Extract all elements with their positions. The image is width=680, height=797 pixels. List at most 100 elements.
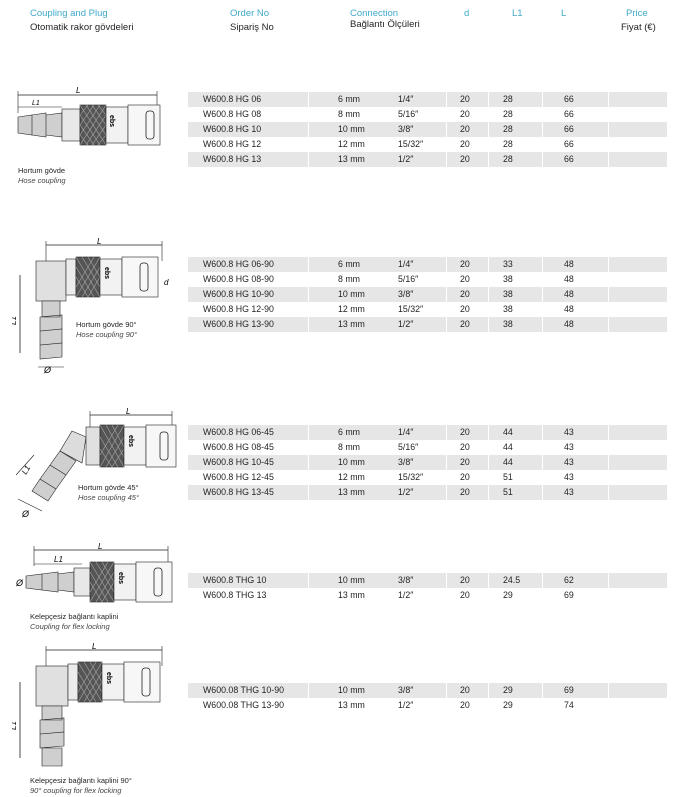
connection-inch: 15/32″ bbox=[398, 472, 424, 482]
l-value: 66 bbox=[564, 94, 574, 104]
d-value: 20 bbox=[460, 319, 470, 329]
connection-inch: 1/2″ bbox=[398, 700, 414, 710]
l1-value: 38 bbox=[503, 304, 513, 314]
connection-inch: 5/16″ bbox=[398, 109, 419, 119]
l1-value: 51 bbox=[503, 487, 513, 497]
header-price-tr: Fiyat (€) bbox=[621, 22, 656, 33]
order-no: W600.8 HG 13-45 bbox=[203, 487, 274, 497]
caption-hose-coupling-45: Hortum gövde 45° Hose coupling 45° bbox=[78, 483, 139, 503]
header-coupling-en: Coupling and Plug bbox=[30, 8, 108, 19]
brand-label: ebs bbox=[105, 672, 112, 684]
caption-tr: Hortum gövde 45° bbox=[78, 483, 139, 492]
connection-mm: 8 mm bbox=[338, 274, 360, 284]
l-value: 48 bbox=[564, 289, 574, 299]
connection-inch: 5/16″ bbox=[398, 442, 419, 452]
d-value: 20 bbox=[460, 109, 470, 119]
l-value: 43 bbox=[564, 487, 574, 497]
d-value: 20 bbox=[460, 154, 470, 164]
brand-label: ebs bbox=[127, 435, 134, 447]
connection-mm: 6 mm bbox=[338, 94, 360, 104]
caption-en: Hose coupling bbox=[18, 176, 66, 185]
header-l: L bbox=[561, 8, 567, 19]
l-value: 48 bbox=[564, 259, 574, 269]
connection-mm: 10 mm bbox=[338, 124, 365, 134]
caption-flex-locking-90: Kelepçesiz bağlantı kaplini 90° 90° coup… bbox=[30, 776, 132, 796]
dim-l1-label: L1 bbox=[12, 721, 18, 730]
order-no: W600.8 HG 13 bbox=[203, 154, 262, 164]
d-value: 20 bbox=[460, 472, 470, 482]
dim-d-label: d bbox=[164, 278, 169, 287]
order-no: W600.8 HG 06-90 bbox=[203, 259, 274, 269]
flex-locking-90-drawing: L L1 ebs bbox=[12, 642, 163, 767]
caption-en: Hose coupling 45° bbox=[78, 493, 139, 502]
l1-value: 24.5 bbox=[503, 575, 521, 585]
connection-mm: 13 mm bbox=[338, 154, 365, 164]
header-order-tr: Sipariş No bbox=[230, 22, 274, 33]
connection-inch: 1/4″ bbox=[398, 259, 414, 269]
connection-mm: 12 mm bbox=[338, 304, 365, 314]
l-value: 48 bbox=[564, 274, 574, 284]
caption-en: 90° coupling for flex locking bbox=[30, 786, 122, 795]
l-value: 69 bbox=[564, 685, 574, 695]
flex-locking-drawing: L L1 Ø ebs bbox=[15, 542, 173, 603]
l1-value: 44 bbox=[503, 457, 513, 467]
order-no: W600.8 HG 10-45 bbox=[203, 457, 274, 467]
order-no: W600.08 THG 13-90 bbox=[203, 700, 285, 710]
connection-mm: 10 mm bbox=[338, 289, 365, 299]
connection-inch: 1/2″ bbox=[398, 487, 414, 497]
header-coupling-tr: Otomatik rakor gövdeleri bbox=[30, 22, 134, 33]
dim-l-label: L bbox=[126, 407, 130, 416]
order-no: W600.8 HG 08 bbox=[203, 109, 262, 119]
d-value: 20 bbox=[460, 685, 470, 695]
connection-inch: 1/2″ bbox=[398, 154, 414, 164]
dim-l-label: L bbox=[98, 542, 102, 551]
l1-value: 38 bbox=[503, 319, 513, 329]
caption-hose-coupling-90: Hortum gövde 90° Hose coupling 90° bbox=[76, 320, 137, 340]
d-value: 20 bbox=[460, 442, 470, 452]
brand-label: ebs bbox=[108, 115, 115, 127]
l1-value: 28 bbox=[503, 139, 513, 149]
connection-inch: 15/32″ bbox=[398, 304, 424, 314]
connection-inch: 3/8″ bbox=[398, 575, 414, 585]
order-no: W600.8 HG 12-90 bbox=[203, 304, 274, 314]
connection-inch: 15/32″ bbox=[398, 139, 424, 149]
d-value: 20 bbox=[460, 274, 470, 284]
l-value: 43 bbox=[564, 472, 574, 482]
header-order-en: Order No bbox=[230, 8, 270, 19]
l1-value: 29 bbox=[503, 590, 513, 600]
l1-value: 33 bbox=[503, 259, 513, 269]
connection-mm: 10 mm bbox=[338, 457, 365, 467]
caption-tr: Kelepçesiz bağlantı kaplini 90° bbox=[30, 776, 132, 785]
connection-inch: 1/4″ bbox=[398, 427, 414, 437]
header-l1: L1 bbox=[512, 8, 523, 19]
connection-mm: 13 mm bbox=[338, 590, 365, 600]
d-value: 20 bbox=[460, 457, 470, 467]
l1-value: 38 bbox=[503, 289, 513, 299]
d-value: 20 bbox=[460, 124, 470, 134]
order-no: W600.8 HG 12-45 bbox=[203, 472, 274, 482]
header-price-en: Price bbox=[626, 8, 648, 19]
header-d: d bbox=[464, 8, 470, 19]
order-no: W600.8 HG 06-45 bbox=[203, 427, 274, 437]
dim-dia-label: Ø bbox=[43, 365, 52, 375]
caption-tr: Hortum gövde 90° bbox=[76, 320, 137, 329]
hose-coupling-45-drawing: L ebs L1 Ø bbox=[15, 407, 177, 519]
d-value: 20 bbox=[460, 427, 470, 437]
caption-flex-locking: Kelepçesiz bağlantı kaplini Coupling for… bbox=[30, 612, 118, 632]
